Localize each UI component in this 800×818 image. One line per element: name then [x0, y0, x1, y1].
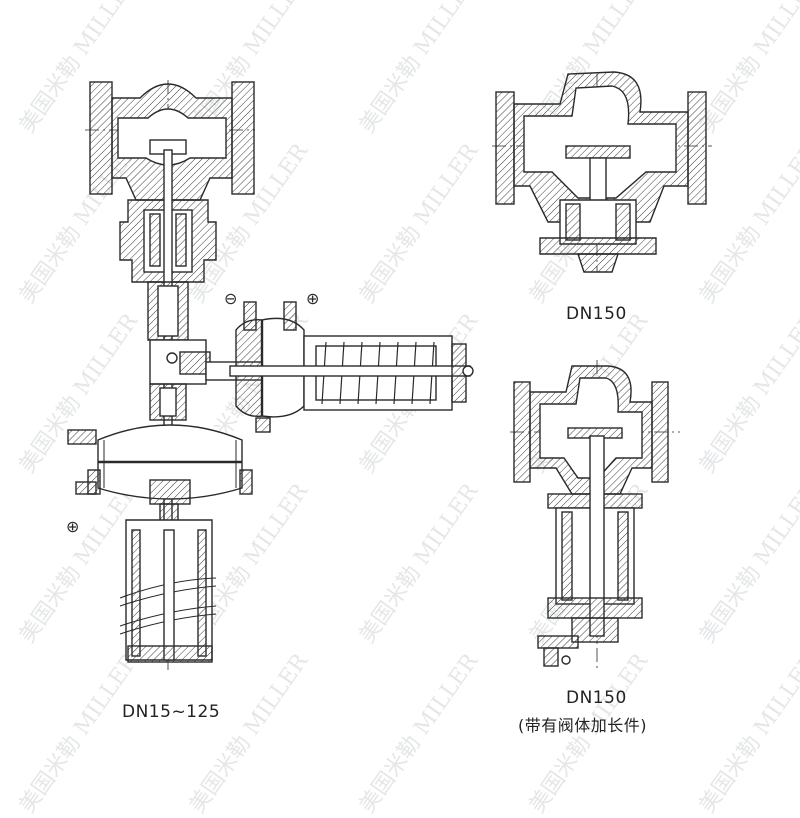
- valve-body-dn150: [492, 71, 712, 273]
- label-dn150-bottom: DN150: [566, 688, 627, 708]
- valve-body-dn150-extended: [510, 360, 680, 670]
- plus-symbol-actuator: ⊕: [66, 517, 79, 536]
- label-dn150-top: DN150: [566, 304, 627, 324]
- minus-symbol: ⊖: [224, 289, 237, 308]
- valve-drawings: ⊖ ⊕ ⊕: [66, 71, 712, 670]
- label-extension-note: (带有阀体加长件): [518, 716, 647, 735]
- label-dn15-125: DN15~125: [122, 702, 221, 722]
- plus-symbol-pilot: ⊕: [306, 289, 319, 308]
- valve-assembly-dn15-125: [67, 80, 474, 670]
